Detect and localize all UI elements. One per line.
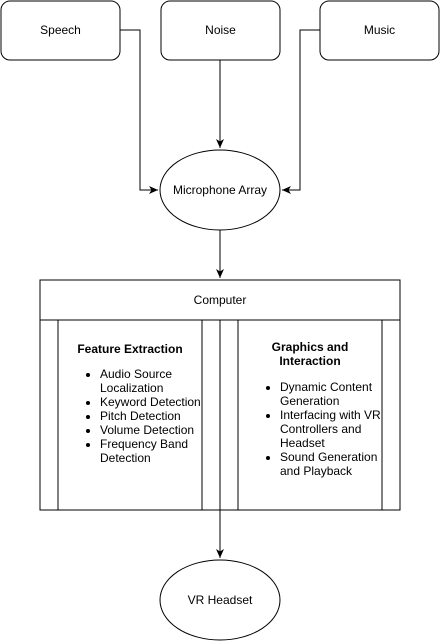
noise-label: Noise (205, 23, 236, 37)
music-label: Music (363, 23, 396, 37)
feature-extraction-item: Frequency Band Detection (100, 437, 204, 465)
feature-extraction-title: Feature Extraction (77, 342, 183, 356)
graphics-interaction-item: Interfacing with VR Controllers and Head… (280, 408, 398, 450)
feature-extraction-list: Audio Source Localization Keyword Detect… (84, 367, 204, 465)
graphics-interaction-panel (219, 319, 401, 511)
feature-extraction-item: Pitch Detection (100, 409, 204, 423)
edge-music-to-microphone (282, 29, 320, 194)
speech-label: Speech (40, 23, 81, 37)
microphone-array-label: Microphone Array (172, 183, 268, 197)
vr-headset-label: VR Headset (187, 593, 253, 607)
edge-speech-to-microphone (120, 29, 158, 194)
feature-extraction-item: Keyword Detection (100, 395, 204, 409)
computer-title: Computer (193, 293, 247, 307)
graphics-interaction-item: Dynamic Content Generation (280, 380, 398, 408)
graphics-interaction-item: Sound Generation and Playback (280, 450, 398, 478)
graphics-interaction-list: Dynamic Content Generation Interfacing w… (264, 380, 398, 478)
graphics-interaction-title: Graphics and Interaction (271, 340, 349, 368)
feature-extraction-item: Volume Detection (100, 423, 204, 437)
feature-extraction-item: Audio Source Localization (100, 367, 204, 395)
vr-headset-node (159, 559, 281, 641)
